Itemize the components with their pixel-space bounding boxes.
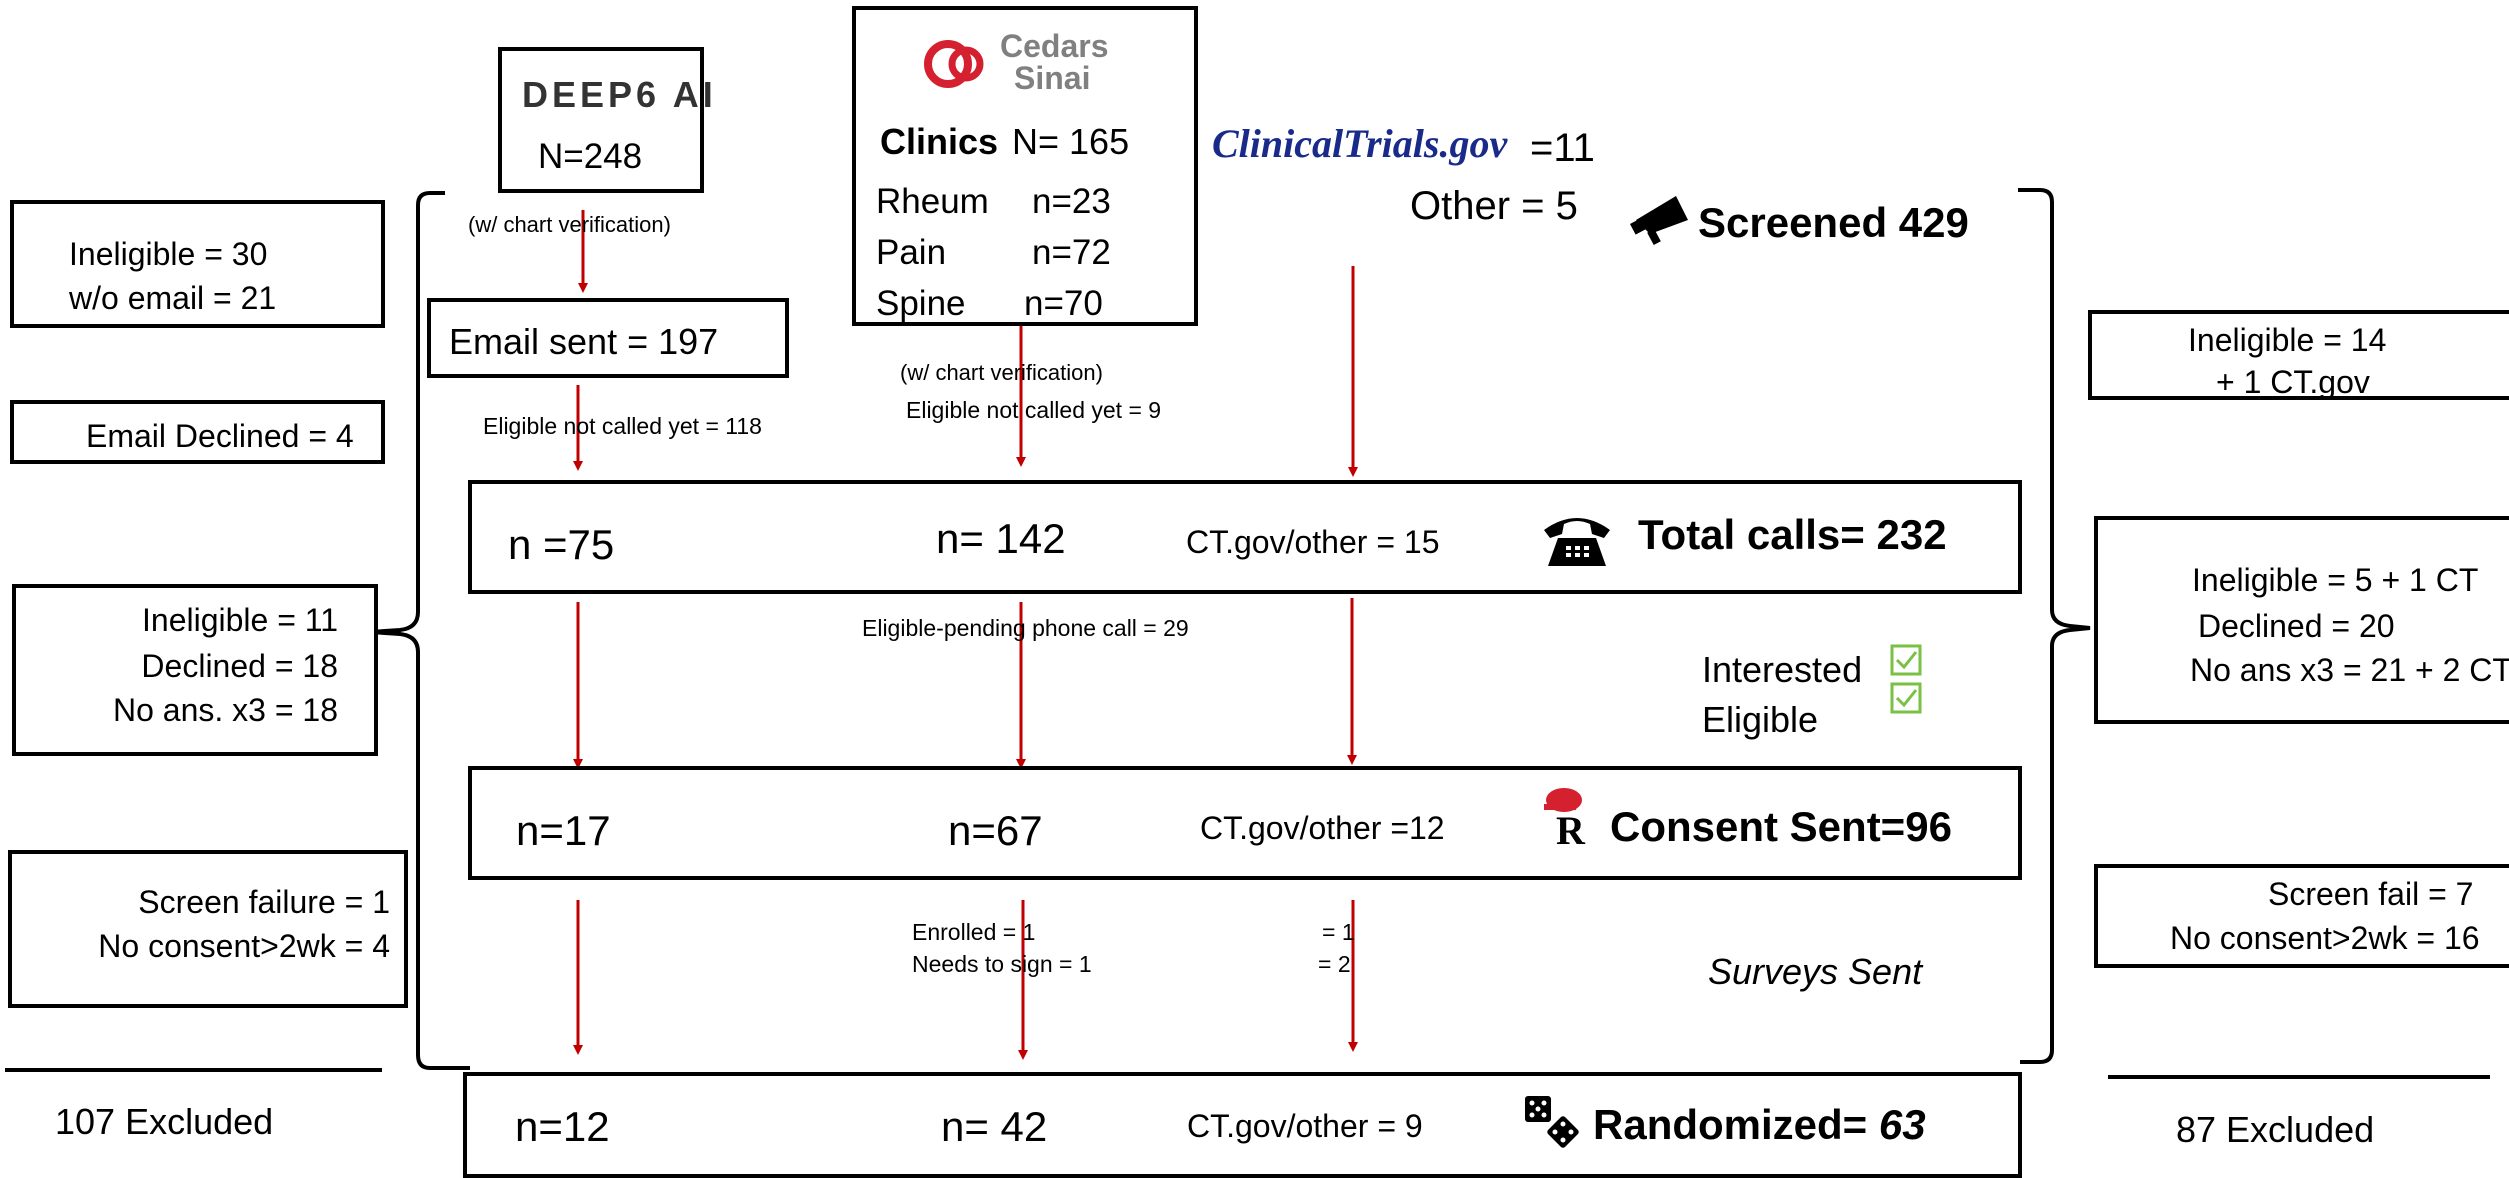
cedars-note: (w/ chart verification) (900, 360, 1103, 385)
redcap-icon: R (1544, 788, 1586, 848)
total-calls-box: n =75 n= 142 CT.gov/other = 15 Total cal… (468, 480, 2022, 594)
clinics-label: Clinics (880, 121, 999, 162)
ctgov-logo: ClinicalTrials.gov (1212, 121, 1508, 166)
clinic-row-name: Pain (876, 233, 947, 272)
surveys-sent-label: Surveys Sent (1708, 951, 1923, 992)
right-ineligible-line: + 1 CT.gov (2216, 364, 2370, 400)
right-ineligible-line: Ineligible = 14 (2188, 322, 2387, 358)
left-consent-exclusion-line: No consent>2wk = 4 (98, 928, 390, 964)
consent-cedars: n=67 (948, 807, 1043, 854)
right-ineligible-box: Ineligible = 14 + 1 CT.gov (2088, 310, 2509, 400)
ctgov-needs-sign-note: = 2 (1318, 951, 1351, 977)
right-consent-exclusion-line: Screen fail = 7 (2268, 876, 2474, 912)
left-email-declined-box: Email Declined = 4 (10, 400, 385, 464)
right-excluded-total: 87 Excluded (2176, 1109, 2375, 1150)
deep6-count: N=248 (538, 137, 643, 176)
deep6-source-box: DEEP6 AI N=248 (498, 47, 713, 193)
checkbox-icon (1890, 682, 1922, 714)
consent-ctgov: CT.gov/other =12 (1200, 810, 1445, 846)
clinic-row-name: Spine (876, 284, 966, 323)
randomized-deep6: n=12 (515, 1103, 610, 1150)
clinic-row-name: Rheum (876, 182, 989, 221)
right-call-exclusion-line: No ans x3 = 21 + 2 CT (2190, 652, 2509, 688)
clinic-row-value: n=72 (1032, 233, 1111, 272)
cedars-logo-line2: Sinai (1014, 60, 1091, 96)
calls-cedars: n= 142 (936, 515, 1066, 562)
right-bracket (2018, 188, 2091, 1064)
right-call-exclusion-box: Ineligible = 5 + 1 CT Declined = 20 No a… (2094, 516, 2509, 724)
left-email-declined: Email Declined = 4 (86, 418, 354, 454)
left-consent-exclusion-line: Screen failure = 1 (138, 884, 390, 920)
megaphone-icon (1630, 196, 1688, 246)
calls-deep6: n =75 (508, 521, 615, 568)
total-calls-label: Total calls= 232 (1638, 511, 1947, 558)
left-call-exclusion-line: No ans. x3 = 18 (112, 692, 338, 728)
cedars-logo-line1: Cedars (1000, 28, 1109, 64)
dice-icon (1525, 1096, 1579, 1148)
svg-text:R: R (1556, 808, 1586, 848)
clinics-count: N= 165 (1012, 121, 1130, 162)
screened-total: Screened 429 (1698, 199, 1969, 246)
right-call-exclusion-line: Ineligible = 5 + 1 CT (2192, 562, 2479, 598)
left-excluded-total: 107 Excluded (55, 1101, 274, 1142)
right-consent-exclusion-box: Screen fail = 7 No consent>2wk = 16 (2094, 864, 2509, 968)
cedars-logo-icon (924, 40, 984, 88)
cedars-eligible-not-called: Eligible not called yet = 9 (906, 397, 1162, 423)
randomized-label-text: Randomized= (1593, 1101, 1879, 1148)
deep6-eligible-not-called: Eligible not called yet = 118 (483, 413, 762, 439)
left-ineligible-line: Ineligible = 30 (69, 236, 268, 272)
clinic-row-value: n=23 (1032, 182, 1111, 221)
cedars-source-box: Cedars Sinai Clinics N= 165 Rheum n=23 P… (852, 6, 1198, 326)
randomized-label-number: 63 (1878, 1101, 1926, 1148)
right-consent-exclusion-line: No consent>2wk = 16 (2170, 920, 2480, 956)
left-call-exclusion-box: Ineligible = 11 Declined = 18 No ans. x3… (12, 584, 378, 756)
randomized-label: Randomized= 63 (1593, 1104, 1926, 1146)
left-consent-exclusion-box: Screen failure = 1 No consent>2wk = 4 (8, 850, 408, 1008)
deep6-note: (w/ chart verification) (468, 212, 671, 237)
clinic-row-value: n=70 (1024, 284, 1103, 323)
right-call-exclusion-line: Declined = 20 (2198, 608, 2395, 644)
needs-sign-note: Needs to sign = 1 (912, 951, 1092, 977)
phone-icon (1544, 518, 1610, 566)
left-call-exclusion-line: Declined = 18 (141, 648, 338, 684)
email-sent-box: Email sent = 197 (427, 298, 789, 378)
other-count: Other = 5 (1410, 184, 1578, 228)
left-ineligible-box: Ineligible = 30 w/o email = 21 (10, 200, 385, 328)
interested-label: Interested (1702, 649, 1863, 690)
left-call-exclusion-line: Ineligible = 11 (142, 602, 338, 638)
eligible-label: Eligible (1702, 699, 1819, 740)
randomized-box: n=12 n= 42 CT.gov/other = 9 Randomized= … (463, 1072, 2022, 1178)
deep6-logo: DEEP6 AI (522, 74, 717, 115)
enrolled-note: Enrolled = 1 (912, 919, 1036, 945)
checkbox-icon (1890, 644, 1922, 676)
consent-sent-label: Consent Sent=96 (1610, 803, 1952, 850)
consent-deep6: n=17 (516, 807, 611, 854)
ctgov-enrolled-note: = 1 (1322, 919, 1355, 945)
eligible-pending: Eligible-pending phone call = 29 (862, 615, 1189, 641)
left-ineligible-line: w/o email = 21 (69, 280, 277, 316)
ctgov-count: =11 (1530, 126, 1595, 170)
randomized-cedars: n= 42 (941, 1103, 1048, 1150)
calls-ctgov: CT.gov/other = 15 (1186, 524, 1440, 560)
email-sent-label: Email sent = 197 (449, 321, 719, 362)
consent-sent-box: n=17 n=67 CT.gov/other =12 R Consent Sen… (468, 766, 2022, 880)
randomized-ctgov: CT.gov/other = 9 (1187, 1108, 1423, 1144)
